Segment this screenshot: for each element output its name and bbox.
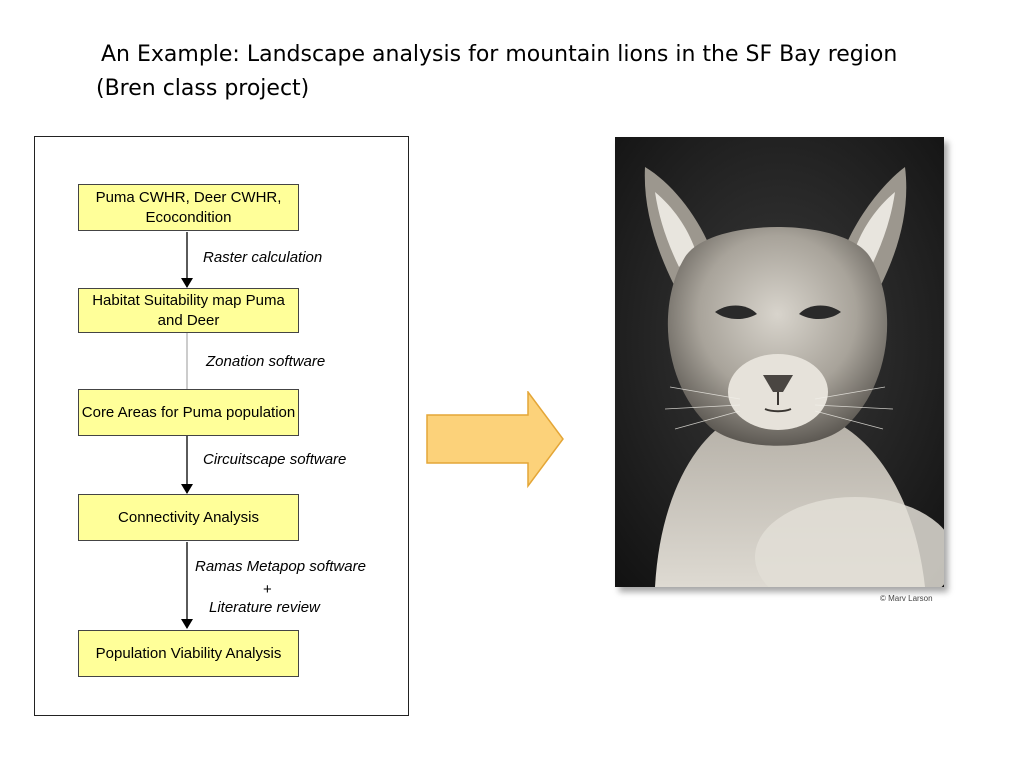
transition-label-literature: Literature review <box>209 599 320 616</box>
step-box-connectivity: Connectivity Analysis <box>78 494 299 541</box>
step-label-habitat-suitability: Habitat Suitability map Puma and Deer <box>79 291 298 331</box>
step-box-inputs: Puma CWHR, Deer CWHR, Ecocondition <box>78 184 299 231</box>
transition-label-ramas: Ramas Metapop software <box>195 558 366 575</box>
transition-label-circuitscape: Circuitscape software <box>203 451 346 468</box>
mountain-lion-image <box>615 137 944 587</box>
step-label-core-areas: Core Areas for Puma population <box>82 403 295 423</box>
step-label-connectivity: Connectivity Analysis <box>118 508 259 528</box>
title-line-1: An Example: Landscape analysis for mount… <box>96 38 976 72</box>
right-arrow-icon <box>426 391 566 489</box>
step-box-population-viability: Population Viability Analysis <box>78 630 299 677</box>
step-label-inputs: Puma CWHR, Deer CWHR, Ecocondition <box>79 188 298 228</box>
transition-label-raster: Raster calculation <box>203 249 322 266</box>
mountain-lion-photo <box>615 137 944 587</box>
transition-label-zonation: Zonation software <box>206 353 325 370</box>
title-line-2: (Bren class project) <box>96 72 976 106</box>
transition-plus: + <box>263 581 272 598</box>
step-box-core-areas: Core Areas for Puma population <box>78 389 299 436</box>
slide-title: An Example: Landscape analysis for mount… <box>96 38 976 106</box>
photo-credit: © Marv Larson <box>880 594 933 603</box>
flowchart-panel: Puma CWHR, Deer CWHR, Ecocondition Habit… <box>34 136 409 716</box>
step-label-population-viability: Population Viability Analysis <box>96 644 282 664</box>
step-box-habitat-suitability: Habitat Suitability map Puma and Deer <box>78 288 299 333</box>
